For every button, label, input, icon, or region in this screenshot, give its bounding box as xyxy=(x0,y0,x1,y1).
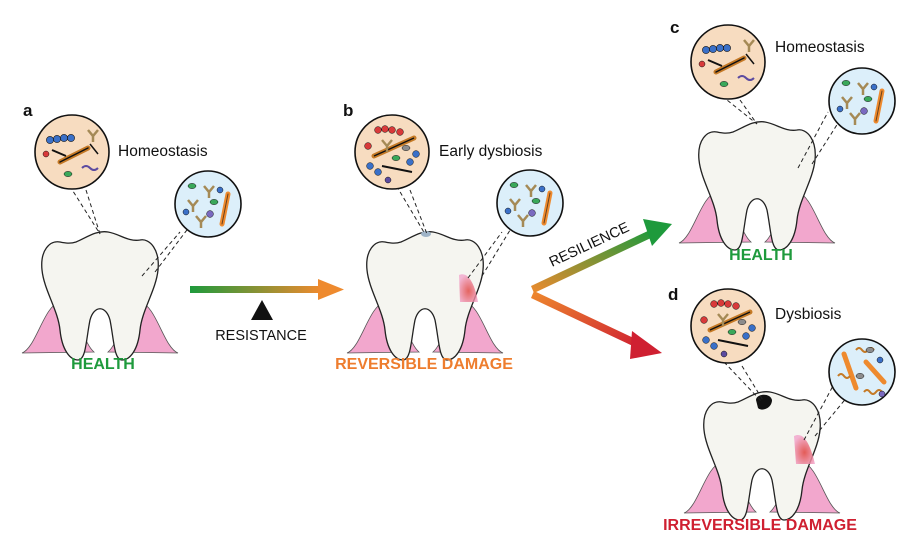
state-label-d: Dysbiosis xyxy=(775,306,842,323)
resilience-arrow: RESILIENCE xyxy=(531,219,672,293)
biofilm-circle-gum-a xyxy=(175,171,241,237)
fulcrum-icon xyxy=(251,300,273,320)
biofilm-circle-gum-d xyxy=(829,339,895,405)
panel-a-letter: a xyxy=(23,101,33,120)
biofilm-circle-tooth-c xyxy=(691,25,765,99)
resistance-label: RESISTANCE xyxy=(215,328,307,344)
state-label-b: Early dysbiosis xyxy=(439,143,543,160)
caries-lesion xyxy=(756,394,772,410)
biofilm-circle-gum-c xyxy=(829,68,895,134)
biofilm-circle-tooth-a xyxy=(35,115,109,189)
panel-d-letter: d xyxy=(668,285,678,304)
tooth-b xyxy=(346,231,504,361)
biofilm-circle-gum-b xyxy=(497,170,563,236)
biofilm-circle-tooth-b xyxy=(355,115,429,189)
early-lesion-spot xyxy=(421,231,431,237)
tooth-c xyxy=(678,121,836,251)
panel-d: d Dysbiosis IRREVERSIBLE DAMAGE xyxy=(663,285,895,534)
status-label-d: IRREVERSIBLE DAMAGE xyxy=(663,517,857,534)
damage-arrow xyxy=(531,291,662,359)
tooth-a xyxy=(21,231,179,361)
state-label-c: Homeostasis xyxy=(775,39,865,56)
biofilm-circle-tooth-d xyxy=(691,289,765,363)
panel-c: c Homeostasis HEALTH xyxy=(670,18,895,264)
panel-a: a Homeostasis HEALTH xyxy=(21,101,241,373)
state-label-a: Homeostasis xyxy=(118,143,208,160)
tooth-d xyxy=(683,391,841,521)
resistance-arrow: RESISTANCE xyxy=(190,279,344,344)
status-label-c: HEALTH xyxy=(729,247,793,264)
status-label-b: REVERSIBLE DAMAGE xyxy=(335,356,513,373)
status-label-a: HEALTH xyxy=(71,356,135,373)
panel-c-letter: c xyxy=(670,18,679,37)
panel-b-letter: b xyxy=(343,101,353,120)
panel-b: b Early dysbiosis REVERSIBLE DAMAGE xyxy=(335,101,563,373)
